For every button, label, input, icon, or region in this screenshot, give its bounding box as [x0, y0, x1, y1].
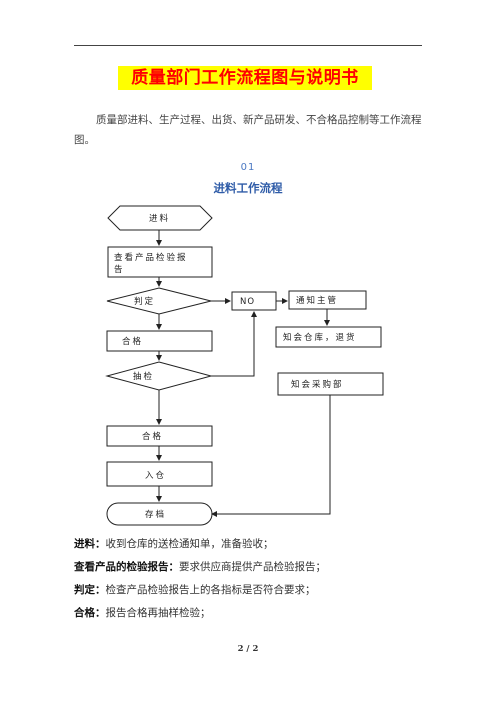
notify-purchasing-label: 知会采购部: [291, 379, 344, 390]
sampling-decision: [105, 361, 213, 391]
start-label: 进料: [149, 213, 170, 224]
intro-paragraph: 质量部进料、生产过程、出货、新产品研发、不合格品控制等工作流程图。: [74, 114, 422, 146]
description-term: 判定：: [74, 584, 106, 596]
notify-warehouse-label: 知会仓库，退货: [283, 332, 357, 343]
section-title: 进料工作流程: [213, 181, 283, 195]
check-report-label-1: 查看产品检验报: [114, 252, 188, 263]
archive-label: 存档: [145, 509, 166, 520]
no-label: NO: [240, 297, 255, 307]
store-label: 入仓: [145, 470, 166, 481]
description-text: 要求供应商提供产品检验报告；: [179, 561, 326, 573]
description-term: 查看产品的检验报告：: [74, 561, 179, 573]
description-term: 进料：: [74, 538, 106, 550]
notify-warehouse-node: [275, 326, 382, 348]
description-item: 合格：报告合格再抽样检验；: [74, 606, 434, 620]
description-item: 查看产品的检验报告：要求供应商提供产品检验报告；: [74, 560, 434, 574]
header-rule: [74, 45, 422, 46]
description-item: 判定：检查产品检验报告上的各指标是否符合要求；: [74, 583, 434, 597]
description-text: 检查产品检验报告上的各指标是否符合要求；: [105, 584, 316, 596]
judge-label: 判定: [134, 296, 155, 307]
document-title: 质量部门工作流程图与说明书: [118, 66, 372, 90]
judge-decision: [106, 287, 212, 315]
pass1-label: 合格: [122, 336, 143, 347]
notify-manager-label: 通知主管: [296, 295, 338, 306]
description-item: 进料：收到仓库的送检通知单，准备验收；: [74, 537, 434, 551]
description-text: 报告合格再抽样检验；: [105, 607, 211, 619]
section-number: 01: [240, 162, 256, 173]
start-node: [107, 205, 213, 231]
description-text: 收到仓库的送检通知单，准备验收；: [105, 538, 274, 550]
description-term: 合格：: [74, 607, 106, 619]
page-number: 2 / 2: [237, 644, 259, 654]
check-report-node: [107, 246, 213, 278]
check-report-label-2: 告: [114, 264, 125, 275]
pass2-label: 合格: [142, 431, 163, 442]
sampling-label: 抽检: [133, 371, 154, 382]
